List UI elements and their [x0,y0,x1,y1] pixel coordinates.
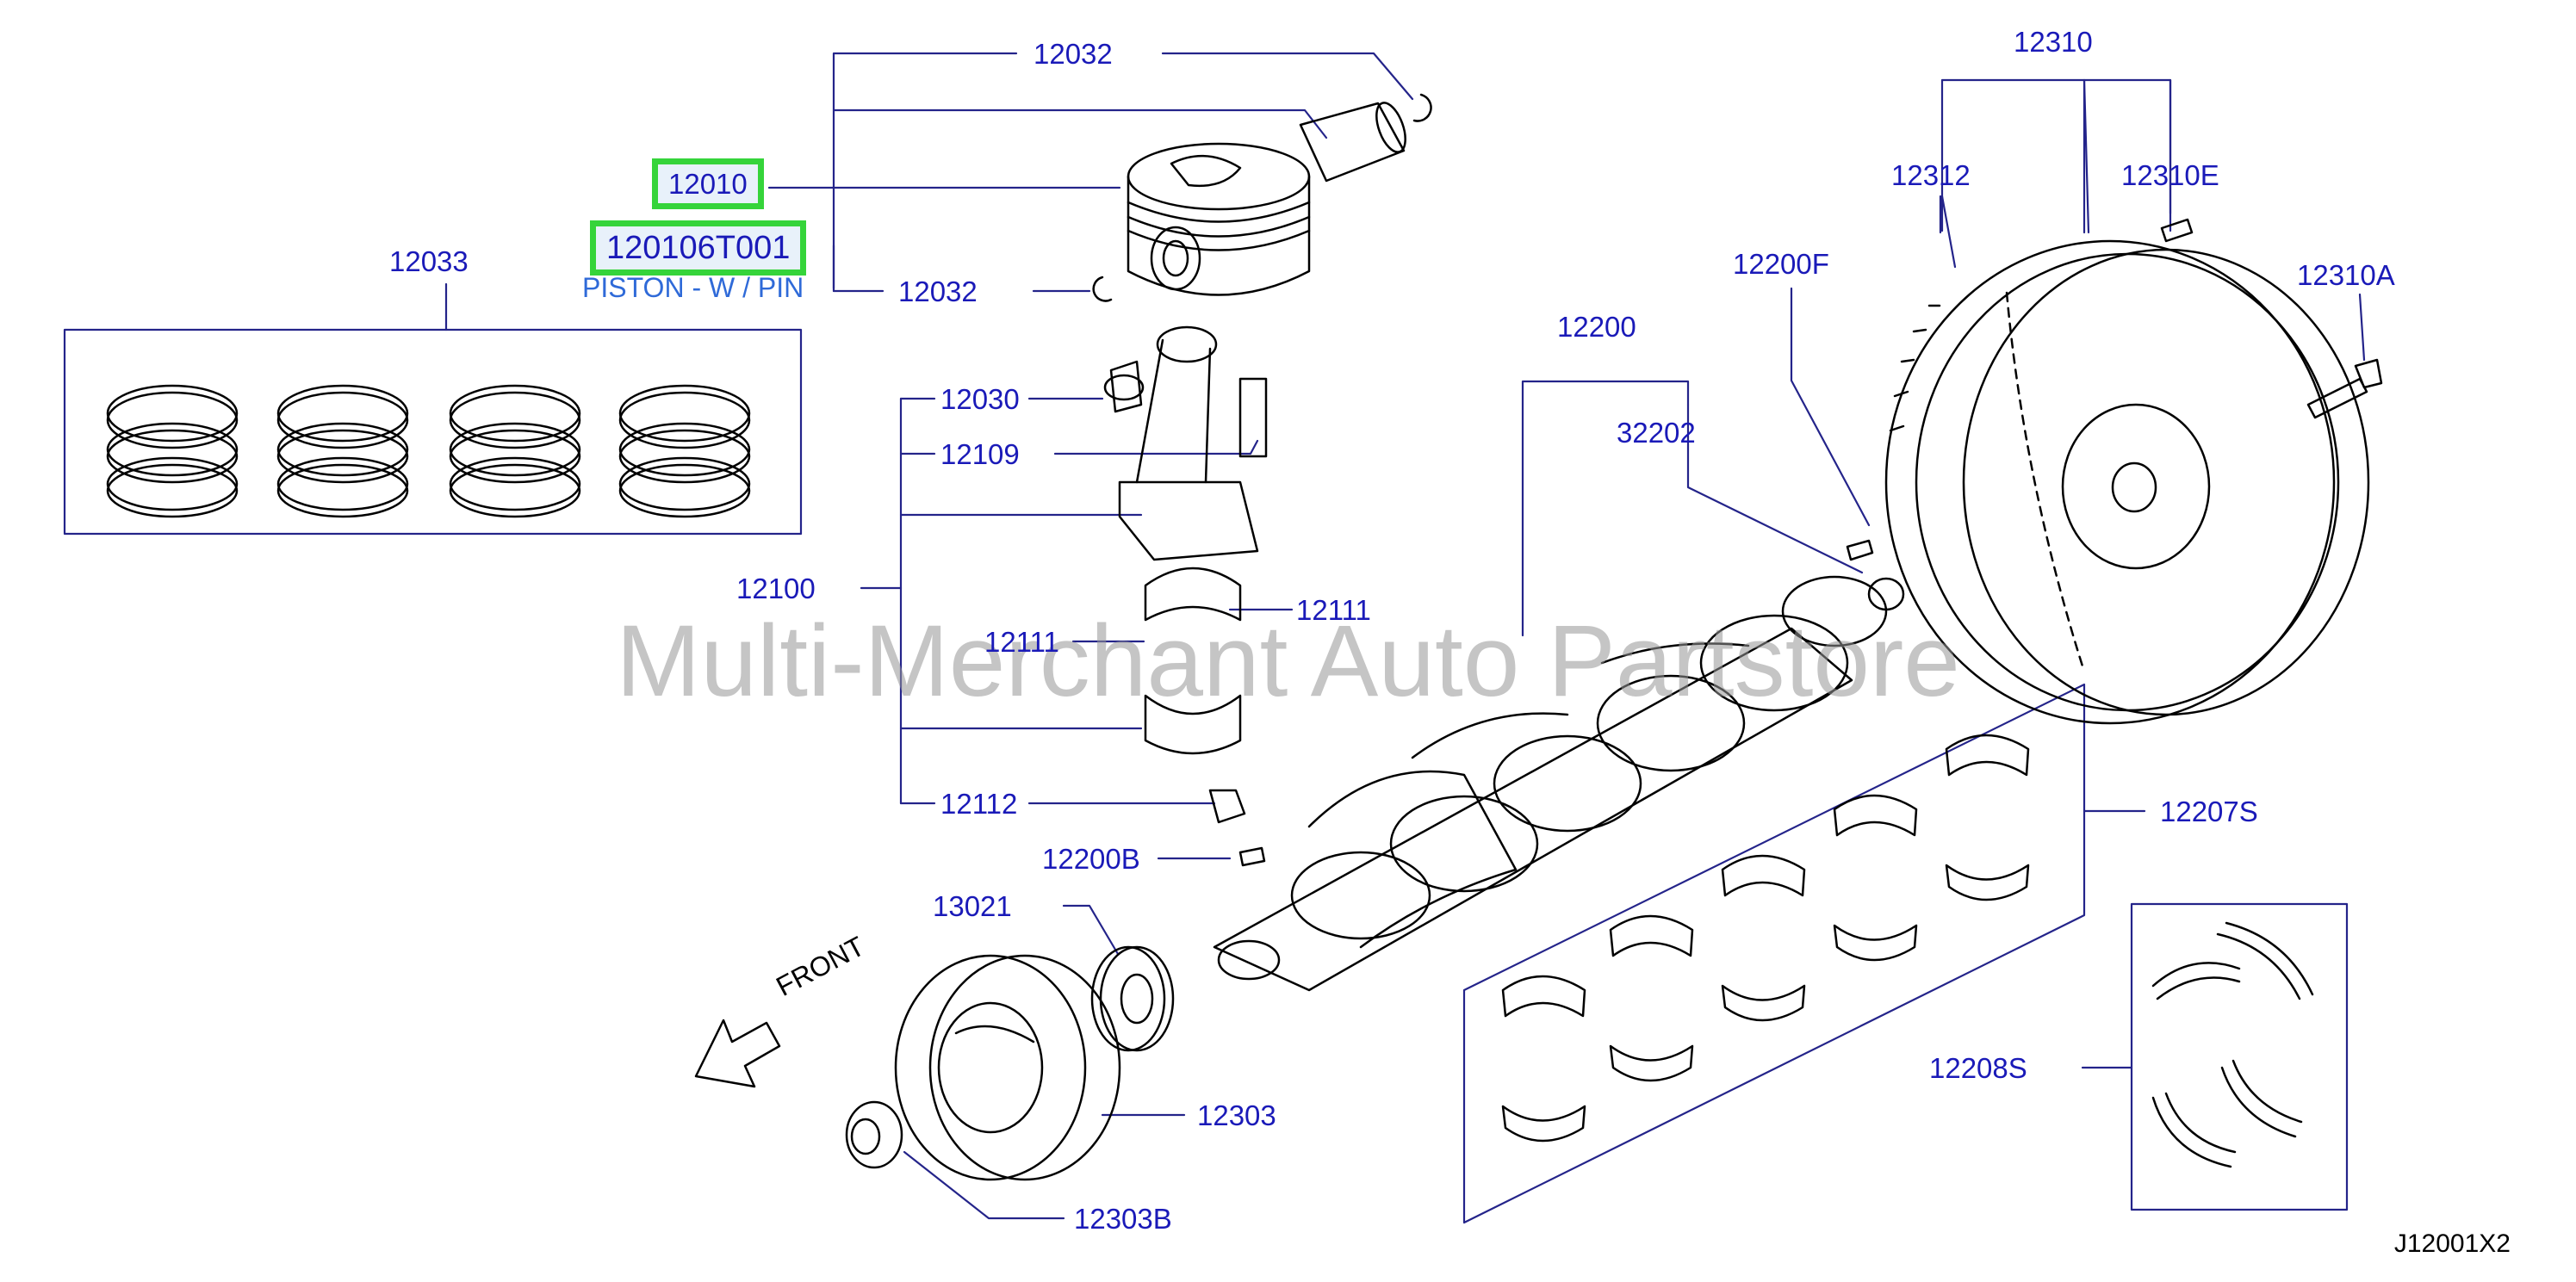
crank-pulley-drawing [894,954,1121,1181]
callout-12207S[interactable]: 12207S [2160,796,2258,827]
callout-12200F[interactable]: 12200F [1733,248,1829,280]
callout-12310A[interactable]: 12310A [2297,259,2395,291]
piston-ring-box [63,328,803,536]
callout-12310[interactable]: 12310 [2014,26,2093,58]
callout-12200[interactable]: 12200 [1557,311,1636,343]
callout-12111-right[interactable]: 12111 [1296,594,1371,626]
callout-12303B[interactable]: 12303B [1074,1203,1172,1235]
thrust-washers [2151,921,2314,1168]
callout-32202[interactable]: 32202 [1617,417,1696,449]
flywheel-drawing [1884,239,2370,725]
callout-12310E[interactable]: 12310E [2121,159,2219,191]
piston-drawing [1127,142,1311,296]
con-rod-bearing-lower [1144,694,1242,755]
callout-12109[interactable]: 12109 [940,438,1020,470]
callout-12112[interactable]: 12112 [940,788,1018,820]
main-bearing-box [1462,683,2086,1224]
snap-ring-drawing-2 [1092,276,1113,302]
callout-13021[interactable]: 13021 [933,890,1012,922]
watermark: Multi-Merchant Auto Partstore [616,604,1960,718]
dowel-pin-drawing [2160,218,2194,243]
thrust-washer-box [2130,902,2349,1211]
callout-12032-bottom[interactable]: 12032 [898,276,978,307]
piston-pin-drawing [1299,102,1406,183]
bushing-drawing [1867,577,1905,611]
dowel-pin-drawing-2 [1846,539,1874,561]
flywheel-bolt-drawing [2306,358,2383,419]
con-rod-bearing-upper [1144,567,1242,622]
key-drawing [1238,846,1266,867]
callout-12111-left[interactable]: 12111 [984,626,1059,658]
highlighted-part-description: PISTON - W / PIN [582,272,804,303]
front-arrow-icon [694,1019,781,1088]
callout-12100[interactable]: 12100 [736,573,816,604]
callout-12032-top[interactable]: 12032 [1034,38,1113,70]
callout-12033[interactable]: 12033 [389,245,469,277]
main-bearings [1501,734,2030,1143]
crankshaft-drawing [1213,575,1888,992]
pulley-bolt-drawing [845,1100,903,1169]
highlighted-part-number[interactable]: 120106T001 [590,220,807,276]
crank-gear-drawing [1090,945,1175,1052]
callout-12303[interactable]: 12303 [1197,1099,1276,1131]
callout-12030[interactable]: 12030 [940,383,1020,415]
callout-12312[interactable]: 12312 [1891,159,1971,191]
highlighted-part-label[interactable]: 12010 [652,158,764,209]
diagram-code: J12001X2 [2393,1229,2511,1258]
snap-ring-drawing [1412,93,1432,122]
piston-rings [106,384,751,518]
callout-12200B[interactable]: 12200B [1042,843,1140,875]
leader-lines [444,52,2366,1220]
connecting-rod-drawing [1103,325,1268,561]
rod-nut-drawing [1208,789,1246,824]
callout-12208S[interactable]: 12208S [1929,1052,2027,1084]
